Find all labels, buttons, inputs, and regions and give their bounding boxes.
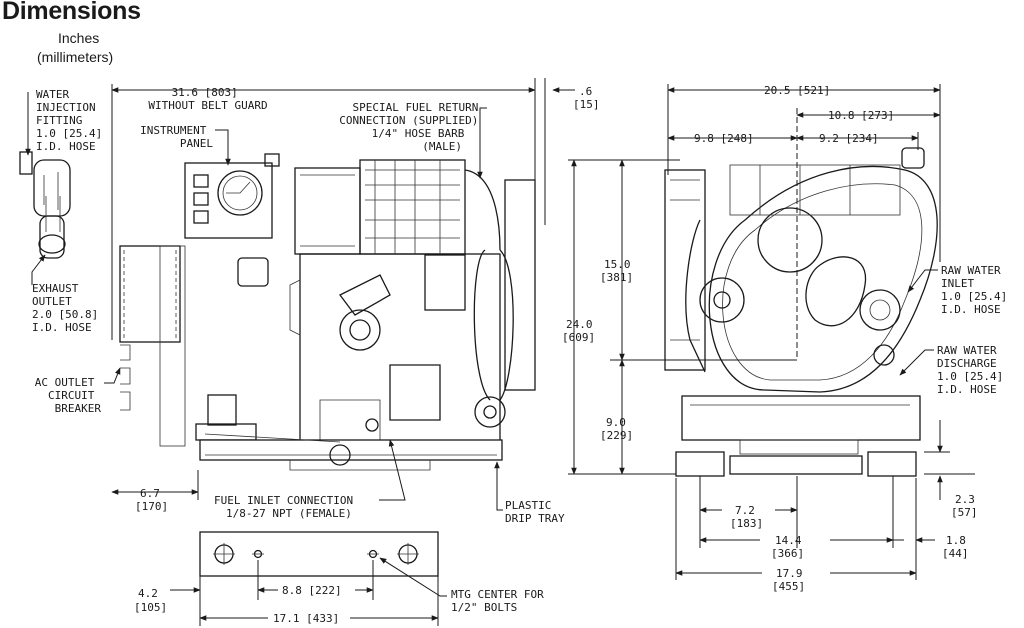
- base-plan-view: [170, 531, 447, 626]
- raw-water-pump-icon: [859, 289, 901, 331]
- end-base-rail: [681, 395, 921, 441]
- ac-outlet-box-icon: [119, 245, 186, 447]
- base-width-label: 17.9 [455]: [772, 567, 809, 593]
- base-plate: [199, 531, 439, 577]
- hole-spacing-label: 8.8 [222]: [282, 584, 342, 597]
- side-view-dimensions: [25, 78, 575, 511]
- fuel-return-label: SPECIAL FUEL RETURN CONNECTION (SUPPLIED…: [339, 101, 485, 153]
- ac-outlet-label: AC OUTLET CIRCUIT BREAKER: [35, 376, 102, 415]
- units-millimeters: (millimeters): [37, 49, 114, 65]
- exhaust-outlet-label: EXHAUST OUTLET 2.0 [50.8] I.D. HOSE: [32, 282, 105, 334]
- mount-spacing-label: 14.4 [366]: [771, 534, 808, 560]
- right-offset-label: 9.2 [234]: [819, 132, 879, 145]
- fuel-line: [204, 433, 341, 443]
- lower-height-label: 9.0 [229]: [600, 416, 633, 442]
- mounting-hole-icon: [213, 543, 419, 565]
- offset-right-label: .6 [15]: [573, 85, 600, 111]
- drip-tray-icon: [195, 418, 503, 471]
- foot-height-label: 2.3 [57]: [951, 493, 982, 519]
- left-offset-label: 9.8 [248]: [694, 132, 754, 145]
- overall-width-label: 20.5 [521]: [764, 84, 830, 97]
- pulley-upper-icon: [757, 207, 823, 273]
- instrument-panel-icon: [184, 153, 280, 239]
- alternator-icon: [699, 277, 745, 323]
- upper-height-label: 15.0 [381]: [600, 258, 637, 284]
- side-view-labels: WATER INJECTION FITTING 1.0 [25.4] I.D. …: [32, 85, 600, 525]
- fuel-inlet-label: FUEL INLET CONNECTION 1/8-27 NPT (FEMALE…: [214, 494, 360, 520]
- mount-offset-label: 7.2 [183]: [730, 504, 763, 530]
- raw-water-inlet-label: RAW WATER INLET 1.0 [25.4] I.D. HOSE: [941, 264, 1014, 316]
- right-foot-icon: [867, 451, 917, 477]
- base-plan-labels: 4.2 [105] 8.8 [222] 17.1 [433] MTG CENTE…: [134, 584, 550, 625]
- base-length-label: 17.1 [433]: [273, 612, 339, 625]
- exhaust-fitting-icon: [19, 151, 71, 259]
- page-title: Dimensions: [2, 0, 141, 25]
- units-inches: Inches: [58, 30, 100, 46]
- side-view-engine: [19, 151, 536, 471]
- water-injection-label: WATER INJECTION FITTING 1.0 [25.4] I.D. …: [36, 88, 109, 153]
- overall-length-label: 31.6 [803] WITHOUT BELT GUARD: [148, 86, 267, 112]
- raw-water-discharge-label: RAW WATER DISCHARGE 1.0 [25.4] I.D. HOSE: [937, 344, 1010, 396]
- engine-block-icon: [207, 159, 536, 445]
- front-offset-label: 6.7 [170]: [135, 487, 168, 513]
- right-width-label: 10.8 [273]: [828, 109, 894, 122]
- left-foot-icon: [675, 451, 725, 477]
- foot-offset-label: 1.8 [44]: [942, 534, 973, 560]
- overall-height-label: 24.0 [609]: [562, 318, 599, 344]
- drip-tray-label: PLASTIC DRIP TRAY: [505, 499, 565, 525]
- mtg-center-label: MTG CENTER FOR 1/2" BOLTS: [451, 588, 550, 614]
- end-view-engine: [664, 147, 938, 477]
- end-view-dimensions: [568, 84, 975, 580]
- edge-offset-label: 4.2 [105]: [134, 587, 167, 614]
- instrument-panel-label: INSTRUMENT PANEL: [140, 124, 213, 150]
- belt-cover-icon: [708, 165, 938, 393]
- end-view-labels: 20.5 [521] 10.8 [273] 9.8 [248] 9.2 [234…: [562, 84, 1014, 593]
